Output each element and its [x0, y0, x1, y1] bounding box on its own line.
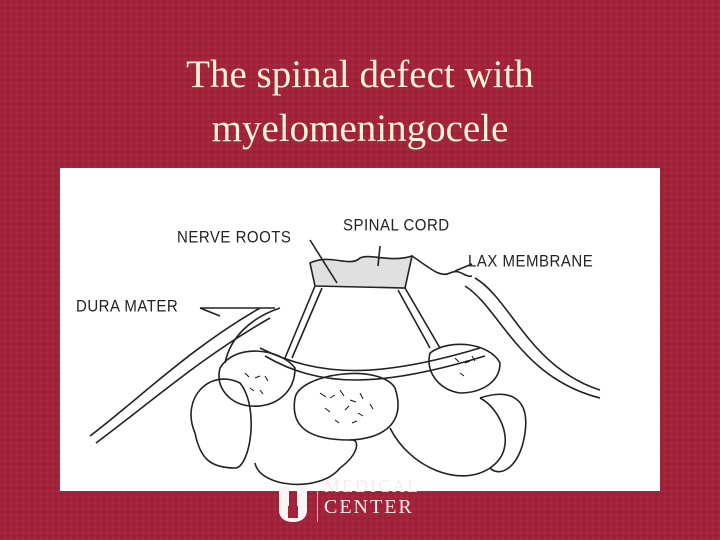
logo-word-medical: MEDICAL — [324, 476, 420, 496]
ou-logo-icon — [279, 486, 307, 522]
logo-word-center: CENTER — [324, 496, 414, 518]
logo-divider — [317, 488, 318, 522]
label-nerve-roots: NERVE ROOTS — [177, 228, 292, 247]
label-dura-mater: DURA MATER — [76, 297, 179, 316]
label-lax-membrane: LAX MEMBRANE — [468, 252, 594, 271]
title-line-1: The spinal defect with — [186, 53, 534, 96]
spinal-defect-diagram: NERVE ROOTS SPINAL CORD LAX MEMBRANE DUR… — [60, 168, 660, 491]
label-spinal-cord: SPINAL CORD — [343, 216, 450, 235]
title-line-2: myelomeningocele — [211, 107, 509, 150]
medical-center-logo: MEDICAL CENTER — [276, 476, 446, 524]
vertebra-illustration — [89, 239, 601, 486]
slide-title: The spinal defect with myelomeningocele — [0, 48, 720, 156]
